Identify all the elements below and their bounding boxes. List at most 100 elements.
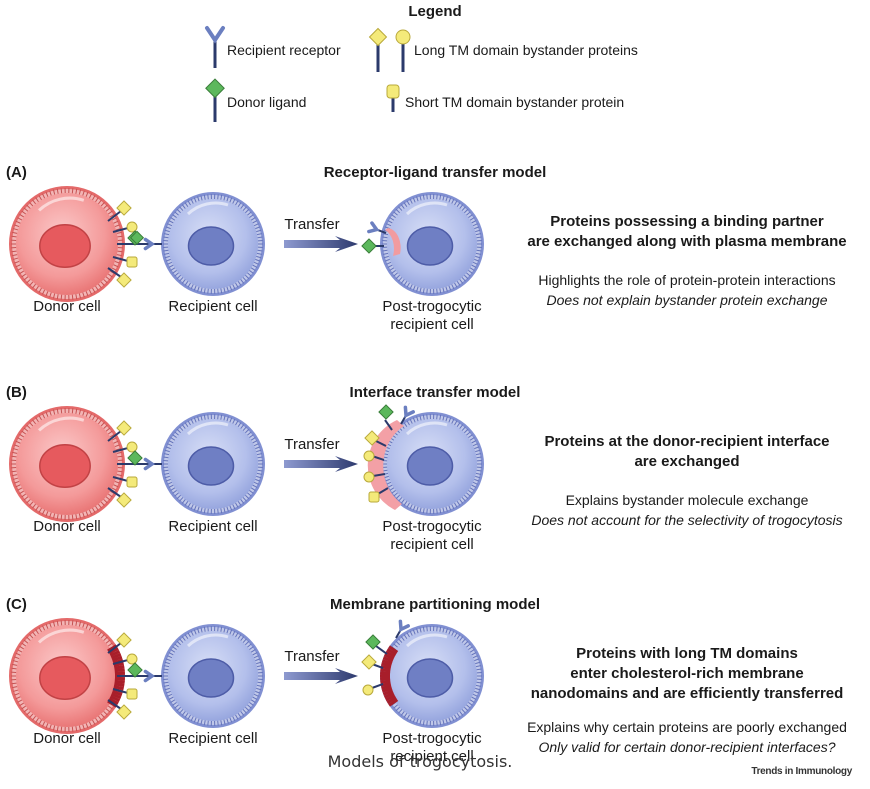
long-tm-protein — [363, 450, 375, 462]
nanodomain-patch — [380, 679, 391, 684]
panel-title: Interface transfer model — [350, 384, 521, 401]
legend-title: Legend — [408, 3, 461, 20]
nanodomain-patch — [113, 661, 124, 667]
recipient-cell — [380, 624, 484, 728]
nucleus — [39, 223, 91, 269]
nanodomain-patch — [108, 697, 119, 705]
nucleus — [406, 446, 454, 486]
nanodomain-patch — [114, 679, 125, 684]
donor-ligand — [127, 662, 143, 678]
post-trogocytic-label: Post-trogocytic — [382, 730, 482, 747]
legend-recipient-receptor: Recipient receptor — [227, 42, 341, 58]
description-plain: Highlights the role of protein-protein i… — [538, 272, 835, 288]
figure-caption: Models of trogocytosis. — [327, 752, 513, 771]
receptor-icon — [205, 26, 225, 68]
recipient-cell — [161, 412, 265, 516]
long-tm-protein-icon — [368, 27, 411, 72]
long-tm-protein — [363, 471, 375, 483]
long-tm-protein — [116, 632, 132, 648]
recipient-cell — [161, 192, 265, 296]
long-tm-protein — [362, 684, 374, 696]
short-tm-protein — [126, 256, 138, 268]
description-bold-2: are exchanged — [634, 453, 739, 470]
long-tm-protein — [126, 653, 138, 665]
recipient-receptor — [143, 457, 156, 471]
nucleus — [406, 658, 454, 698]
nucleus — [39, 443, 91, 489]
nanodomain-patch — [380, 668, 391, 673]
short-tm-protein — [368, 491, 380, 503]
description-plain: Explains why certain proteins are poorly… — [527, 719, 847, 735]
nanodomain-patch — [381, 684, 392, 690]
nanodomain-patch — [386, 696, 397, 705]
description-italic: Only valid for certain donor-recipient i… — [538, 739, 835, 755]
nanodomain-patch — [388, 645, 399, 654]
short-tm-protein-icon — [386, 84, 400, 112]
nanodomain-patch — [381, 659, 393, 666]
post-trogocytic-label-2: recipient cell — [390, 748, 473, 765]
nanodomain-patch — [111, 655, 123, 662]
donor-label: Donor cell — [33, 518, 101, 535]
donor-ligand — [361, 238, 377, 254]
long-tm-protein — [126, 221, 138, 233]
nanodomain-patch — [383, 691, 395, 699]
legend: Legend Recipient receptor Long TM domain… — [205, 3, 638, 122]
description-bold-1: Proteins at the donor-recipient interfac… — [544, 433, 829, 450]
nanodomain-patch — [110, 652, 122, 660]
description-italic: Does not explain bystander protein excha… — [547, 292, 828, 308]
nanodomain-patch — [114, 668, 125, 673]
recipient-cell — [380, 192, 484, 296]
nanodomain-patch — [113, 685, 124, 691]
nucleus — [187, 226, 235, 266]
donor-label: Donor cell — [33, 298, 101, 315]
recipient-cell — [380, 412, 484, 516]
long-tm-protein — [116, 200, 132, 216]
long-tm-protein — [364, 430, 380, 446]
donor-surface-proteins — [107, 200, 162, 288]
long-tm-protein — [116, 272, 132, 288]
panel-letter: (A) — [6, 164, 27, 181]
arrow-label: Transfer — [284, 648, 339, 665]
short-tm-protein — [126, 476, 138, 488]
nanodomain-patch — [114, 677, 125, 681]
panel-title: Membrane partitioning model — [330, 596, 540, 613]
nanodomain-patch — [108, 647, 119, 655]
recipient-receptor — [403, 405, 415, 419]
nanodomain-patch — [109, 649, 121, 657]
nanodomain-patch — [114, 682, 125, 688]
legend-long-tm: Long TM domain bystander proteins — [414, 42, 638, 58]
description-italic: Does not account for the selectivity of … — [531, 512, 842, 528]
donor-surface-proteins — [107, 632, 162, 720]
transfer-arrow — [284, 456, 358, 472]
recipient-label: Recipient cell — [168, 518, 257, 535]
nanodomain-patch — [381, 662, 392, 668]
panel-title: Receptor-ligand transfer model — [324, 164, 547, 181]
transfer-arrow — [284, 668, 358, 684]
nucleus — [39, 655, 91, 701]
nanodomain-patch — [383, 653, 395, 661]
nanodomain-patch — [385, 694, 396, 702]
donor-ligand — [378, 404, 394, 420]
journal-name: Trends in Immunology — [751, 766, 852, 777]
nucleus — [406, 226, 454, 266]
arrow-label: Transfer — [284, 216, 339, 233]
nanodomain-patch — [109, 695, 121, 703]
nanodomain-patch — [382, 656, 394, 663]
recipient-cell — [161, 624, 265, 728]
nanodomain-patch — [111, 690, 123, 697]
transferred-membrane — [385, 228, 401, 256]
donor-label: Donor cell — [33, 730, 101, 747]
donor-cell — [9, 186, 125, 302]
transfer-arrow — [284, 236, 358, 252]
long-tm-protein — [126, 441, 138, 453]
description-bold-1: Proteins with long TM domains — [576, 645, 798, 662]
nanodomain-patch — [388, 698, 399, 707]
donor-cell — [9, 406, 125, 522]
panel-letter: (C) — [6, 596, 27, 613]
short-tm-protein — [126, 688, 138, 700]
description-bold-3: nanodomains and are efficiently transfer… — [531, 685, 844, 702]
donor-ligand — [127, 450, 143, 466]
